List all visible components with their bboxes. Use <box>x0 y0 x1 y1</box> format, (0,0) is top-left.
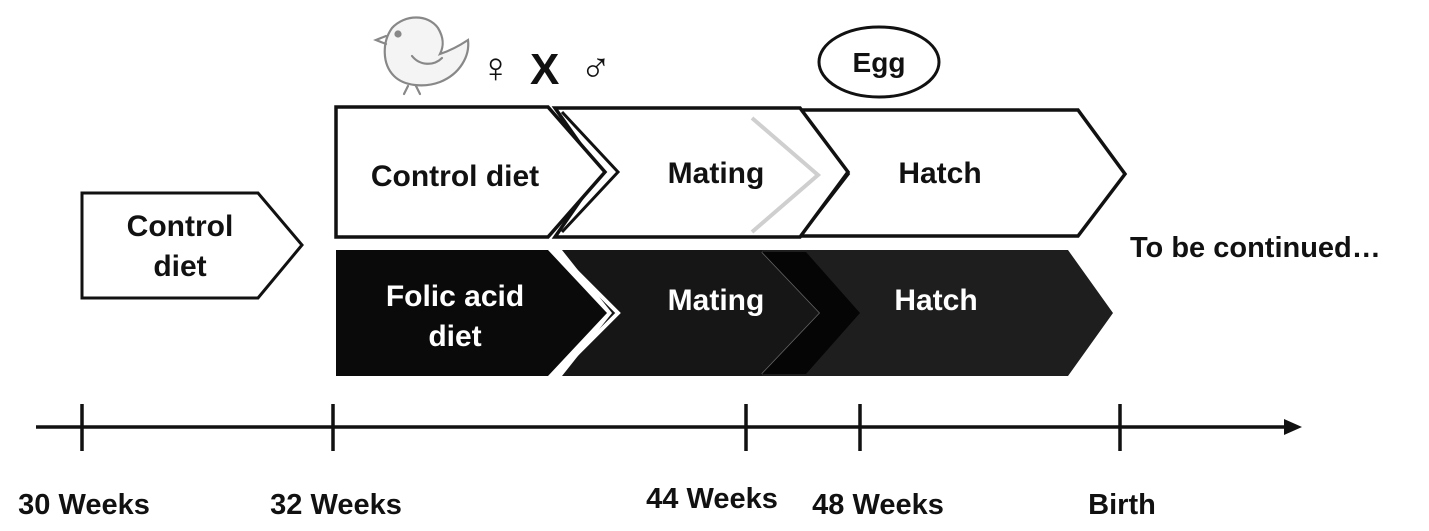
tick-label-32-weeks: 32 Weeks <box>270 489 402 521</box>
male-symbol: ♂ <box>580 44 612 91</box>
mating-cross: ♀ X ♂ <box>480 44 612 94</box>
top-control-diet-label: Control diet <box>371 160 539 193</box>
bottom-mating-arrow <box>562 250 820 376</box>
tick-label-30-weeks: 30 Weeks <box>18 489 150 521</box>
bottom-folic-label-line2: diet <box>428 320 481 353</box>
bottom-folic-diet-arrow <box>336 250 607 376</box>
cross-mark: X <box>530 45 559 94</box>
bottom-row-folic: Folic acid diet Mating Hatch <box>336 250 1113 376</box>
bottom-hatch-arrow <box>752 250 1113 376</box>
egg-label: Egg <box>853 47 906 78</box>
tick-label-48-weeks: 48 Weeks <box>812 489 944 521</box>
bottom-mating-label: Mating <box>668 284 765 317</box>
bottom-folic-label-line1: Folic acid <box>386 280 524 313</box>
timeline-axis: 30 Weeks 32 Weeks 44 Weeks 48 Weeks Birt… <box>18 404 1302 521</box>
chick-icon <box>373 16 470 96</box>
tick-label-44-weeks: 44 Weeks <box>646 483 778 515</box>
top-control-diet-arrow <box>334 105 608 239</box>
egg-badge: Egg <box>817 25 941 99</box>
female-symbol: ♀ <box>480 44 512 91</box>
pre-phase-label-line2: diet <box>153 250 206 283</box>
top-row-control: Control diet Mating Hatch <box>334 105 1128 239</box>
top-mating-label: Mating <box>668 157 765 190</box>
pre-phase-label-line1: Control <box>127 210 234 243</box>
continued-text: To be continued… <box>1130 232 1381 264</box>
tick-label-birth: Birth <box>1088 489 1156 521</box>
top-hatch-label: Hatch <box>898 157 981 190</box>
bottom-hatch-label: Hatch <box>894 284 977 317</box>
pre-phase-control-arrow: Control diet <box>80 191 304 300</box>
